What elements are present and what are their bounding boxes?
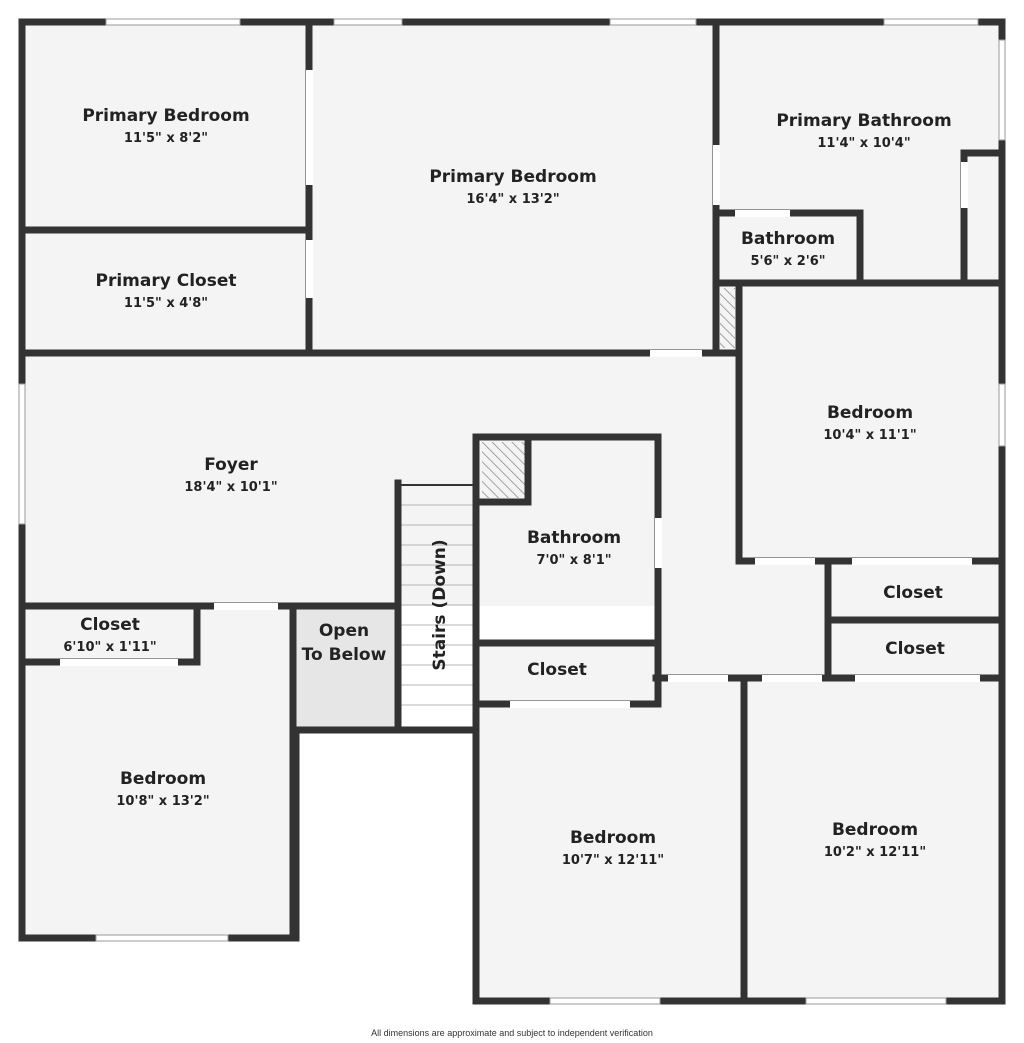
- room-dim-primary-bedroom-main: 16'4" x 13'2": [466, 192, 559, 207]
- windows: [18, 18, 1006, 1005]
- door-openings: [60, 70, 980, 708]
- room-name-bedroom-southeast: Bedroom: [832, 820, 918, 840]
- room-name-stairs: Stairs (Down): [430, 539, 450, 670]
- room-name-closet-east-1: Closet: [883, 583, 943, 603]
- open-to-below-area: [295, 608, 396, 730]
- stairs-treads: [401, 504, 474, 706]
- room-labels: Primary Bedroom 11'5" x 8'2" Primary Bed…: [63, 106, 951, 868]
- disclaimer-text: All dimensions are approximate and subje…: [371, 1028, 653, 1038]
- room-name-primary-bedroom-main: Primary Bedroom: [429, 167, 596, 187]
- room-dim-bedroom-south-center: 10'7" x 12'11": [562, 853, 664, 868]
- room-name-closet-west: Closet: [80, 615, 140, 635]
- room-name-bathroom-center: Bathroom: [527, 528, 621, 548]
- room-dim-closet-west: 6'10" x 1'11": [63, 640, 156, 655]
- room-name-primary-closet: Primary Closet: [96, 271, 237, 291]
- room-dim-primary-closet: 11'5" x 4'8": [124, 296, 208, 311]
- hatched-shaft-center: [482, 442, 525, 498]
- room-name-open-to-below-line1: Open: [319, 621, 369, 641]
- hatched-shaft-east: [720, 288, 735, 348]
- room-name-bedroom-southwest: Bedroom: [120, 769, 206, 789]
- room-dim-bedroom-east: 10'4" x 11'1": [823, 428, 916, 443]
- room-dim-foyer: 18'4" x 10'1": [184, 480, 277, 495]
- room-dim-bathroom-small: 5'6" x 2'6": [750, 254, 825, 269]
- room-name-foyer: Foyer: [204, 455, 258, 475]
- room-name-primary-bedroom-small: Primary Bedroom: [82, 106, 249, 126]
- floor-foyer: [22, 354, 739, 606]
- room-dim-primary-bedroom-small: 11'5" x 8'2": [124, 131, 208, 146]
- floor-east-bedroom: [739, 286, 1002, 561]
- room-name-bedroom-east: Bedroom: [827, 403, 913, 423]
- floor-south-wing: [476, 645, 1002, 1001]
- room-name-primary-bathroom: Primary Bathroom: [776, 111, 951, 131]
- room-dim-primary-bathroom: 11'4" x 10'4": [817, 136, 910, 151]
- room-name-bathroom-small: Bathroom: [741, 229, 835, 249]
- room-dim-bedroom-southeast: 10'2" x 12'11": [824, 845, 926, 860]
- room-name-open-to-below-line2: To Below: [302, 645, 387, 665]
- room-dim-bathroom-center: 7'0" x 8'1": [536, 553, 611, 568]
- room-name-closet-east-2: Closet: [885, 639, 945, 659]
- room-dim-bedroom-southwest: 10'8" x 13'2": [116, 794, 209, 809]
- room-name-closet-center: Closet: [527, 660, 587, 680]
- room-name-bedroom-south-center: Bedroom: [570, 828, 656, 848]
- floor-areas: [22, 22, 1002, 1001]
